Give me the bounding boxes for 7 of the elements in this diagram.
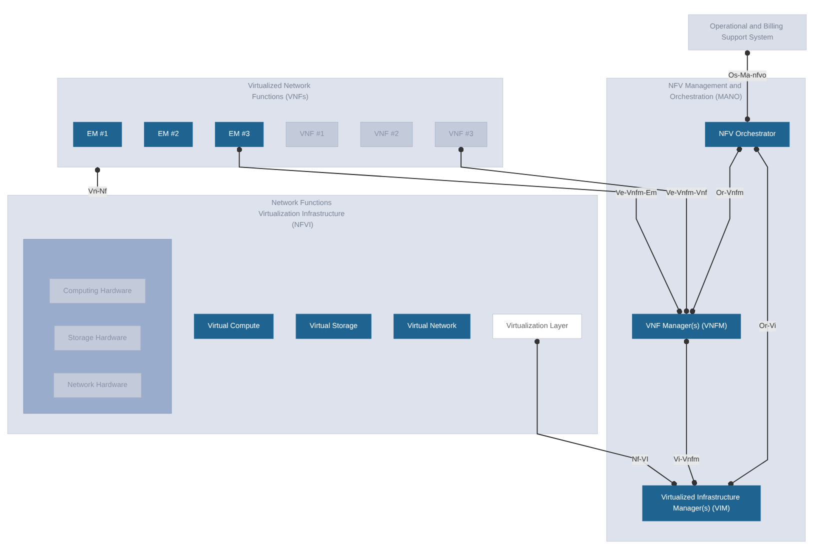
connector <box>690 146 742 315</box>
connector <box>534 338 678 487</box>
cluster <box>23 238 172 414</box>
connector <box>728 146 768 487</box>
connector <box>458 146 690 315</box>
connector <box>236 146 682 315</box>
connector <box>684 338 698 486</box>
